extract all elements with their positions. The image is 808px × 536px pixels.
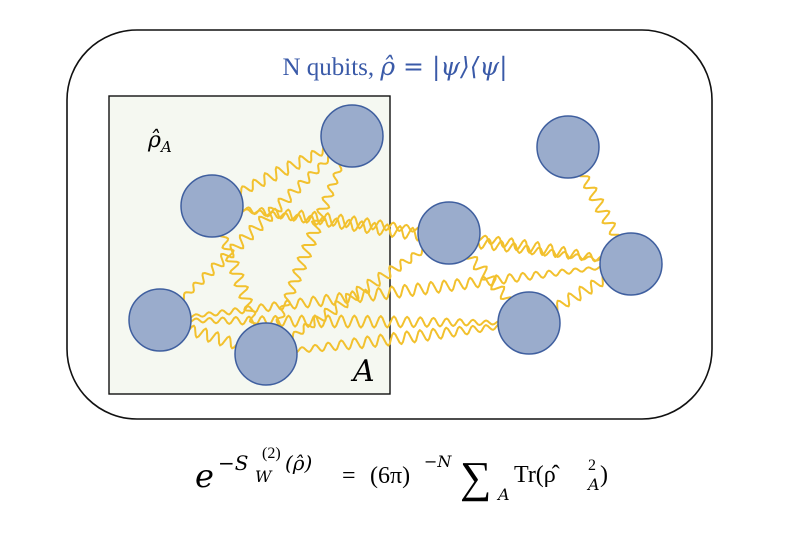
formula-trace-sub: A — [586, 475, 600, 494]
formula-exponent: −S — [218, 451, 248, 475]
interaction-link — [265, 135, 353, 355]
formula-factor: (6π) — [370, 463, 410, 489]
region-label: A — [350, 354, 375, 389]
formula-trace-close: ) — [600, 462, 608, 488]
qubit-node — [417, 201, 481, 265]
qubits-layer — [128, 104, 663, 386]
formula-factor-exp: −N — [424, 452, 452, 471]
qubit-node — [536, 115, 600, 179]
formula-sum-sub: A — [496, 485, 510, 504]
qubit-node — [599, 232, 663, 296]
qubit-node — [497, 291, 561, 355]
system-title: N qubits, ρ̂ = |ψ⟩⟨ψ| — [282, 52, 507, 82]
qubit-node — [234, 322, 298, 386]
qubit-node — [180, 174, 244, 238]
region-state-label: ρ̂A — [147, 128, 172, 156]
interaction-link — [211, 205, 450, 234]
formula-trace: Tr(ρ̂ — [514, 462, 560, 488]
formula-equals: = — [342, 463, 356, 489]
interaction-link — [265, 232, 450, 355]
formula-exp-arg: (ρ̂) — [285, 451, 312, 475]
formula-sum: ∑ — [460, 453, 491, 502]
interaction-link — [265, 322, 530, 355]
qubit-node — [128, 288, 192, 352]
formula-base: e — [195, 457, 214, 495]
interaction-link — [159, 314, 530, 329]
qubit-node — [320, 104, 384, 168]
interaction-link — [159, 263, 632, 321]
formula-exp-sub: W — [255, 467, 273, 486]
formula-exp-sup: (2) — [262, 445, 281, 462]
formula-trace-sup: 2 — [588, 457, 596, 474]
interaction-link — [159, 135, 353, 321]
formula: e −S (2) W (ρ̂) = (6π) −N ∑ A Tr(ρ̂ 2 A … — [195, 445, 608, 504]
